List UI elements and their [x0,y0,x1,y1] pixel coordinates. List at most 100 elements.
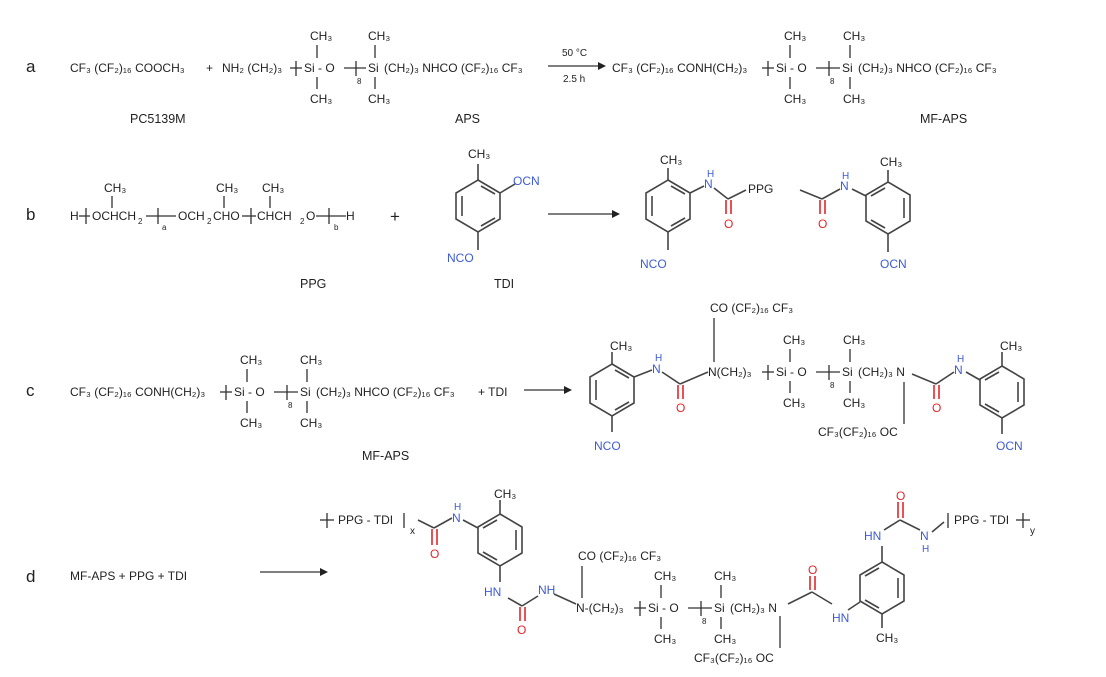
methyl-label: CH₃ [262,181,284,195]
silicon-label: Si [714,601,725,615]
siloxane-unit: Si - O [648,601,679,615]
methyl-label: CH₃ [300,416,322,430]
propyl-n: (CH₂)₃ N [858,365,905,379]
methyl-label: CH₃ [876,631,898,645]
methyl-label: CH₃ [240,416,262,430]
amide-n: N [704,177,713,191]
methyl-label: CH₃ [714,569,736,583]
methyl-label: CH₃ [784,29,806,43]
carbonyl-o: O [430,547,439,561]
ppg-index-a: a [162,223,167,232]
plus-sign: + [206,61,213,75]
methyl-label: CH₃ [660,153,682,167]
product-aryl-right: O HN CH₃ HN O N H [787,489,945,645]
caption-aps: APS [455,112,480,126]
perfluoro-acyl: CO (CF₂)₁₆ CF₃ [578,549,661,563]
index-y: y [1030,526,1035,537]
silicon-label: Si [842,365,853,379]
perfluoro-acyl: CO (CF₂)₁₆ CF₃ [710,301,793,315]
perfluoro-acyl: CF₃(CF₂)₁₆ OC [694,651,774,665]
methyl-label: CH₃ [468,147,490,161]
amide-n: N [652,362,661,376]
methyl-label: CH₃ [843,92,865,106]
plus-tdi: + TDI [478,385,507,399]
repeat-count: 8 [830,77,835,86]
urea-n: N [920,529,929,543]
product-aryl-right: O N H CH₃ OCN [799,155,911,271]
svg-text:O: O [306,209,315,223]
amide-n: N [954,363,963,377]
methyl-label: CH₃ [104,181,126,195]
product-left-group: CF₃ (CF₂)₁₆ CONH(CH₂)₃ [612,61,747,75]
n-propyl: N(CH₂)₃ [708,365,752,379]
ppg-middle-2: CHO [213,209,240,223]
panel-label-c: c [26,381,35,400]
panel-c: c CF₃ (CF₂)₁₆ CONH(CH₂)₃ Si - O 8 CH₃ CH… [26,301,1025,463]
panel-a: a CF₃ (CF₂)₁₆ COOCH₃ + NH₂ (CH₂)₃ Si - O… [26,29,997,126]
svg-text:H: H [922,544,929,555]
ppg-repeat-a: OCHCH [92,209,136,223]
isocyanate-group: OCN [996,439,1023,453]
methyl-label: CH₃ [368,29,390,43]
methyl-label: CH₃ [783,333,805,347]
methyl-label: CH₃ [494,487,516,501]
reactant-pc5139m: CF₃ (CF₂)₁₆ COOCH₃ [70,61,185,75]
amide-hn: HN [832,611,849,625]
ppg-core: PPG [748,182,773,196]
svg-text:H: H [842,171,849,182]
methyl-label: CH₃ [240,353,262,367]
caption-mf-aps: MF-APS [362,449,409,463]
mf-aps-right-group: (CH₂)₃ NHCO (CF₂)₁₆ CF₃ [316,385,455,399]
product-aryl-left: CH₃ N H O PPG NCO [640,153,773,271]
methyl-label: CH₃ [368,92,390,106]
methyl-label: CH₃ [310,29,332,43]
silicon-label: Si [368,61,379,75]
ppg-tdi-segment-x: PPG - TDI [338,513,393,527]
isocyanate-group: NCO [640,257,667,271]
mf-aps-left-group: CF₃ (CF₂)₁₆ CONH(CH₂)₃ [70,385,205,399]
carbonyl-o: O [724,217,733,231]
carbonyl-o: O [932,401,941,415]
methyl-label: CH₃ [1000,339,1022,353]
methyl-label: CH₃ [783,396,805,410]
aps-left-group: NH₂ (CH₂)₃ [222,61,282,75]
methyl-label: CH₃ [310,92,332,106]
propyl-n: (CH₂)₃ N [730,601,777,615]
methyl-label: CH₃ [843,396,865,410]
svg-text:H: H [957,354,964,365]
silicon-label: Si [300,385,311,399]
svg-text:2: 2 [300,217,305,226]
methyl-label: CH₃ [843,29,865,43]
caption-tdi: TDI [494,277,514,291]
carbonyl-o: O [808,563,817,577]
carbonyl-o: O [676,401,685,415]
silicon-label: Si [842,61,853,75]
carbonyl-o: O [818,217,827,231]
isocyanate-group: OCN [880,257,907,271]
ppg-h-end: H [346,209,355,223]
siloxane-unit: Si - O [776,61,807,75]
panel-d: d MF-APS + PPG + TDI PPG - TDI x O N H C… [26,487,1035,665]
ppg-repeat-b: CHCH [257,209,292,223]
svg-text:H: H [454,502,461,513]
aps-right-group: (CH₂)₃ NHCO (CF₂)₁₆ CF₃ [384,61,523,75]
carbonyl-o: O [896,489,905,503]
condition-time: 2.5 h [563,74,585,85]
amide-n: N [452,511,461,525]
methyl-label: CH₃ [714,632,736,646]
tdi-molecule: CH₃ OCN NCO [447,147,540,265]
repeat-count: 8 [702,617,707,626]
ppg-h-start: H [70,209,79,223]
product-aryl-left: CH₃ N H O NCO [589,339,709,453]
panel-label-a: a [26,57,36,76]
urea-hn: HN [484,585,501,599]
methyl-label: CH₃ [654,632,676,646]
caption-mf-aps: MF-APS [920,112,967,126]
methyl-label: CH₃ [880,155,902,169]
caption-ppg: PPG [300,277,326,291]
methyl-label: CH₃ [784,92,806,106]
methyl-label: CH₃ [843,333,865,347]
isocyanate-group: OCN [513,174,540,188]
svg-text:H: H [655,353,662,364]
